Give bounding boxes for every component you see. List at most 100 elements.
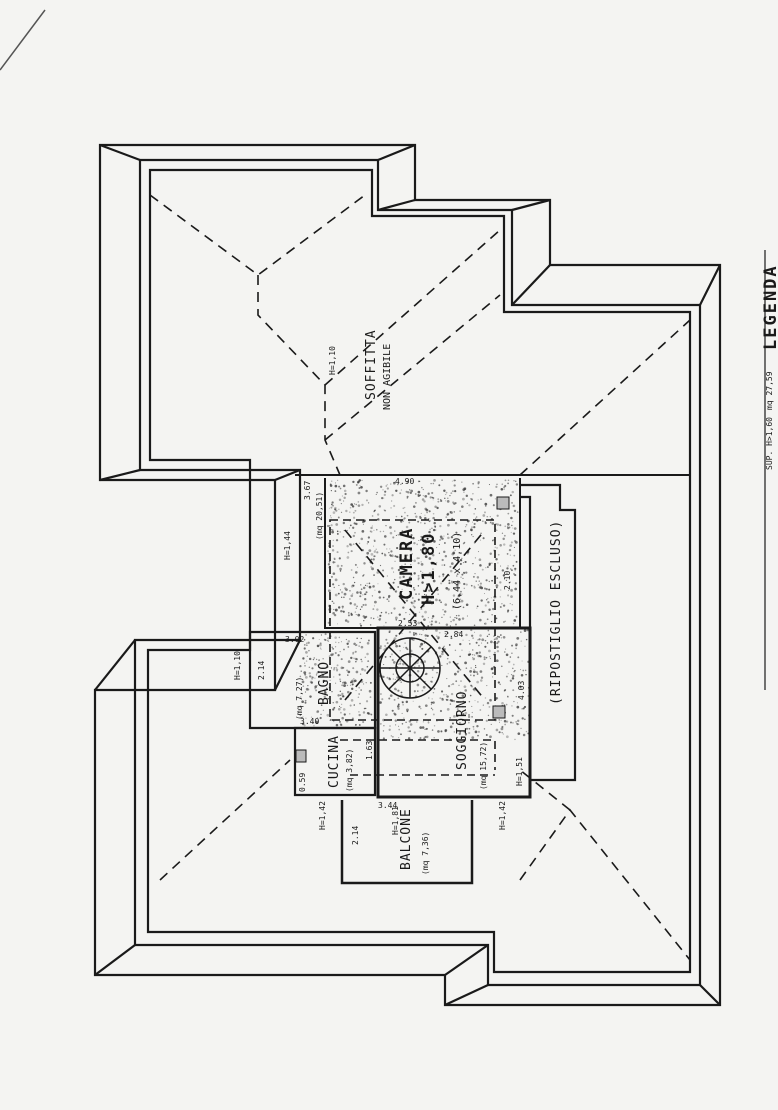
speckle-dot [490,521,492,523]
speckle-dot [343,496,346,500]
speckle-dot [376,528,378,531]
speckle-dot [337,654,340,657]
speckle-dot [405,646,408,649]
speckle-dot [404,542,407,546]
speckle-dot [406,597,409,599]
speckle-dot [515,643,518,646]
speckle-dot [516,723,519,726]
speckle-dot [359,702,361,705]
speckle-dot [315,689,318,692]
speckle-dot [513,619,517,622]
speckle-dot [385,485,387,487]
speckle-dot [379,701,382,704]
speckle-dot [435,671,438,674]
speckle-dot [470,498,474,501]
speckle-dot [364,656,367,659]
speckle-dot [333,666,336,669]
speckle-dot [468,651,470,653]
speckle-dot [465,523,468,526]
speckle-dot [353,642,356,646]
speckle-dot [456,575,458,577]
speckle-dot [446,513,449,516]
speckle-dot [395,644,398,648]
speckle-dot [339,567,342,571]
speckle-dot [406,497,409,499]
speckle-dot [338,673,341,676]
speckle-dot [477,639,479,641]
speckle-dot [464,560,467,563]
speckle-dot [303,647,306,650]
speckle-dot [333,613,337,617]
speckle-dot [449,625,452,627]
speckle-dot [429,496,432,499]
speckle-dot [373,574,375,576]
speckle-dot [449,703,452,705]
speckle-dot [490,621,493,623]
speckle-dot [429,602,431,604]
speckle-dot [421,634,423,636]
speckle-dot [370,566,372,568]
speckle-dot [488,588,491,591]
speckle-dot [406,495,409,498]
speckle-dot [440,537,442,540]
speckle-dot [342,681,345,684]
speckle-dot [360,689,362,691]
speckle-dot [410,534,413,537]
speckle-dot [482,662,486,666]
speckle-dot [476,673,479,675]
speckle-dot [478,651,481,654]
speckle-dot [370,552,374,556]
speckle-dot [474,557,477,559]
speckle-dot [516,702,518,704]
speckle-dot [342,521,346,525]
speckle-dot [423,590,425,593]
speckle-dot [391,709,394,712]
speckle-dot [380,611,383,614]
speckle-dot [343,684,346,687]
speckle-dot [339,711,342,714]
speckle-dot [371,515,374,517]
speckle-dot [428,557,432,560]
speckle-dot [488,580,490,583]
speckle-dot [355,658,358,661]
bagno-area: (mq 7,27) [295,677,304,720]
speckle-dot [515,615,518,618]
speckle-dot [470,528,473,532]
speckle-dot [485,587,488,591]
speckle-dot [432,709,434,711]
speckle-dot [418,664,421,668]
speckle-dot [477,654,480,658]
speckle-dot [365,700,369,703]
speckle-dot [429,562,432,564]
speckle-dot [457,534,459,536]
attic-height: H=1,10 [328,346,337,375]
speckle-dot [510,569,513,572]
speckle-dot [468,504,471,507]
speckle-dot [339,531,341,533]
speckle-dot [436,635,438,637]
speckle-dot [397,568,401,572]
speckle-dot [360,660,363,663]
cucina-ext-height: H=1,42 [318,801,327,830]
speckle-dot [432,482,435,485]
speckle-dot [333,558,336,560]
speckle-dot [515,560,518,563]
speckle-dot [302,685,305,687]
speckle-dot [303,671,307,675]
speckle-dot [358,713,361,717]
speckle-dot [363,707,366,710]
speckle-dot [354,650,357,653]
speckle-dot [359,591,362,594]
speckle-dot [426,596,429,600]
speckle-dot [383,497,385,499]
speckle-dot [472,654,474,656]
speckle-dot [398,737,400,739]
speckle-dot [350,503,354,506]
speckle-dot [450,636,453,638]
speckle-dot [471,685,474,688]
speckle-dot [407,737,411,740]
speckle-dot [423,737,426,740]
speckle-dot [509,568,512,570]
speckle-dot [489,522,491,524]
speckle-dot [478,486,480,488]
